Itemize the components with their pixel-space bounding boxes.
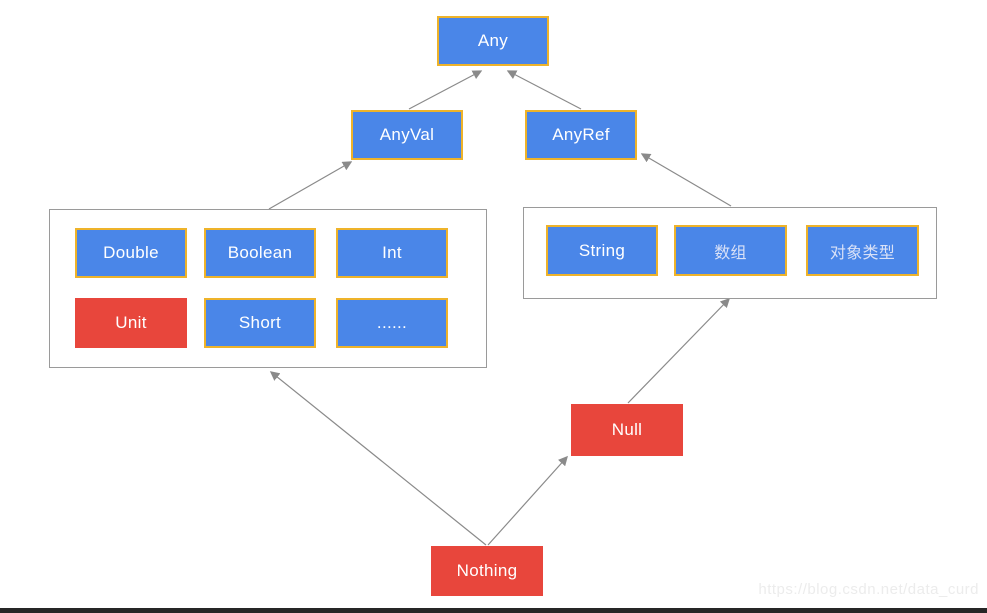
edge-null-to-refgroup [627, 297, 731, 404]
node-any: Any [437, 16, 549, 66]
edge-anyval-to-any [408, 70, 483, 110]
node-int: Int [336, 228, 448, 278]
node-ellipsis: ...... [336, 298, 448, 348]
node-double: Double [75, 228, 187, 278]
node-anyref: AnyRef [525, 110, 637, 160]
node-object-type: 对象类型 [806, 225, 919, 276]
edge-nothing-to-null [487, 455, 568, 546]
node-boolean: Boolean [204, 228, 316, 278]
value-types-group [49, 209, 487, 368]
node-anyval: AnyVal [351, 110, 463, 160]
node-short: Short [204, 298, 316, 348]
edge-anyref-to-any [506, 70, 582, 110]
node-nothing: Nothing [431, 546, 543, 596]
csdn-watermark: https://blog.csdn.net/data_curd [758, 581, 979, 598]
edge-valuegroup-to-anyval [268, 161, 353, 210]
edge-nothing-to-valuegroup [269, 371, 487, 546]
node-string: String [546, 225, 658, 276]
node-null: Null [571, 404, 683, 456]
edge-refgroup-to-anyref [640, 153, 732, 207]
reference-types-group [523, 207, 937, 299]
node-array: 数组 [674, 225, 787, 276]
node-unit: Unit [75, 298, 187, 348]
bottom-edge-bar [0, 608, 987, 613]
